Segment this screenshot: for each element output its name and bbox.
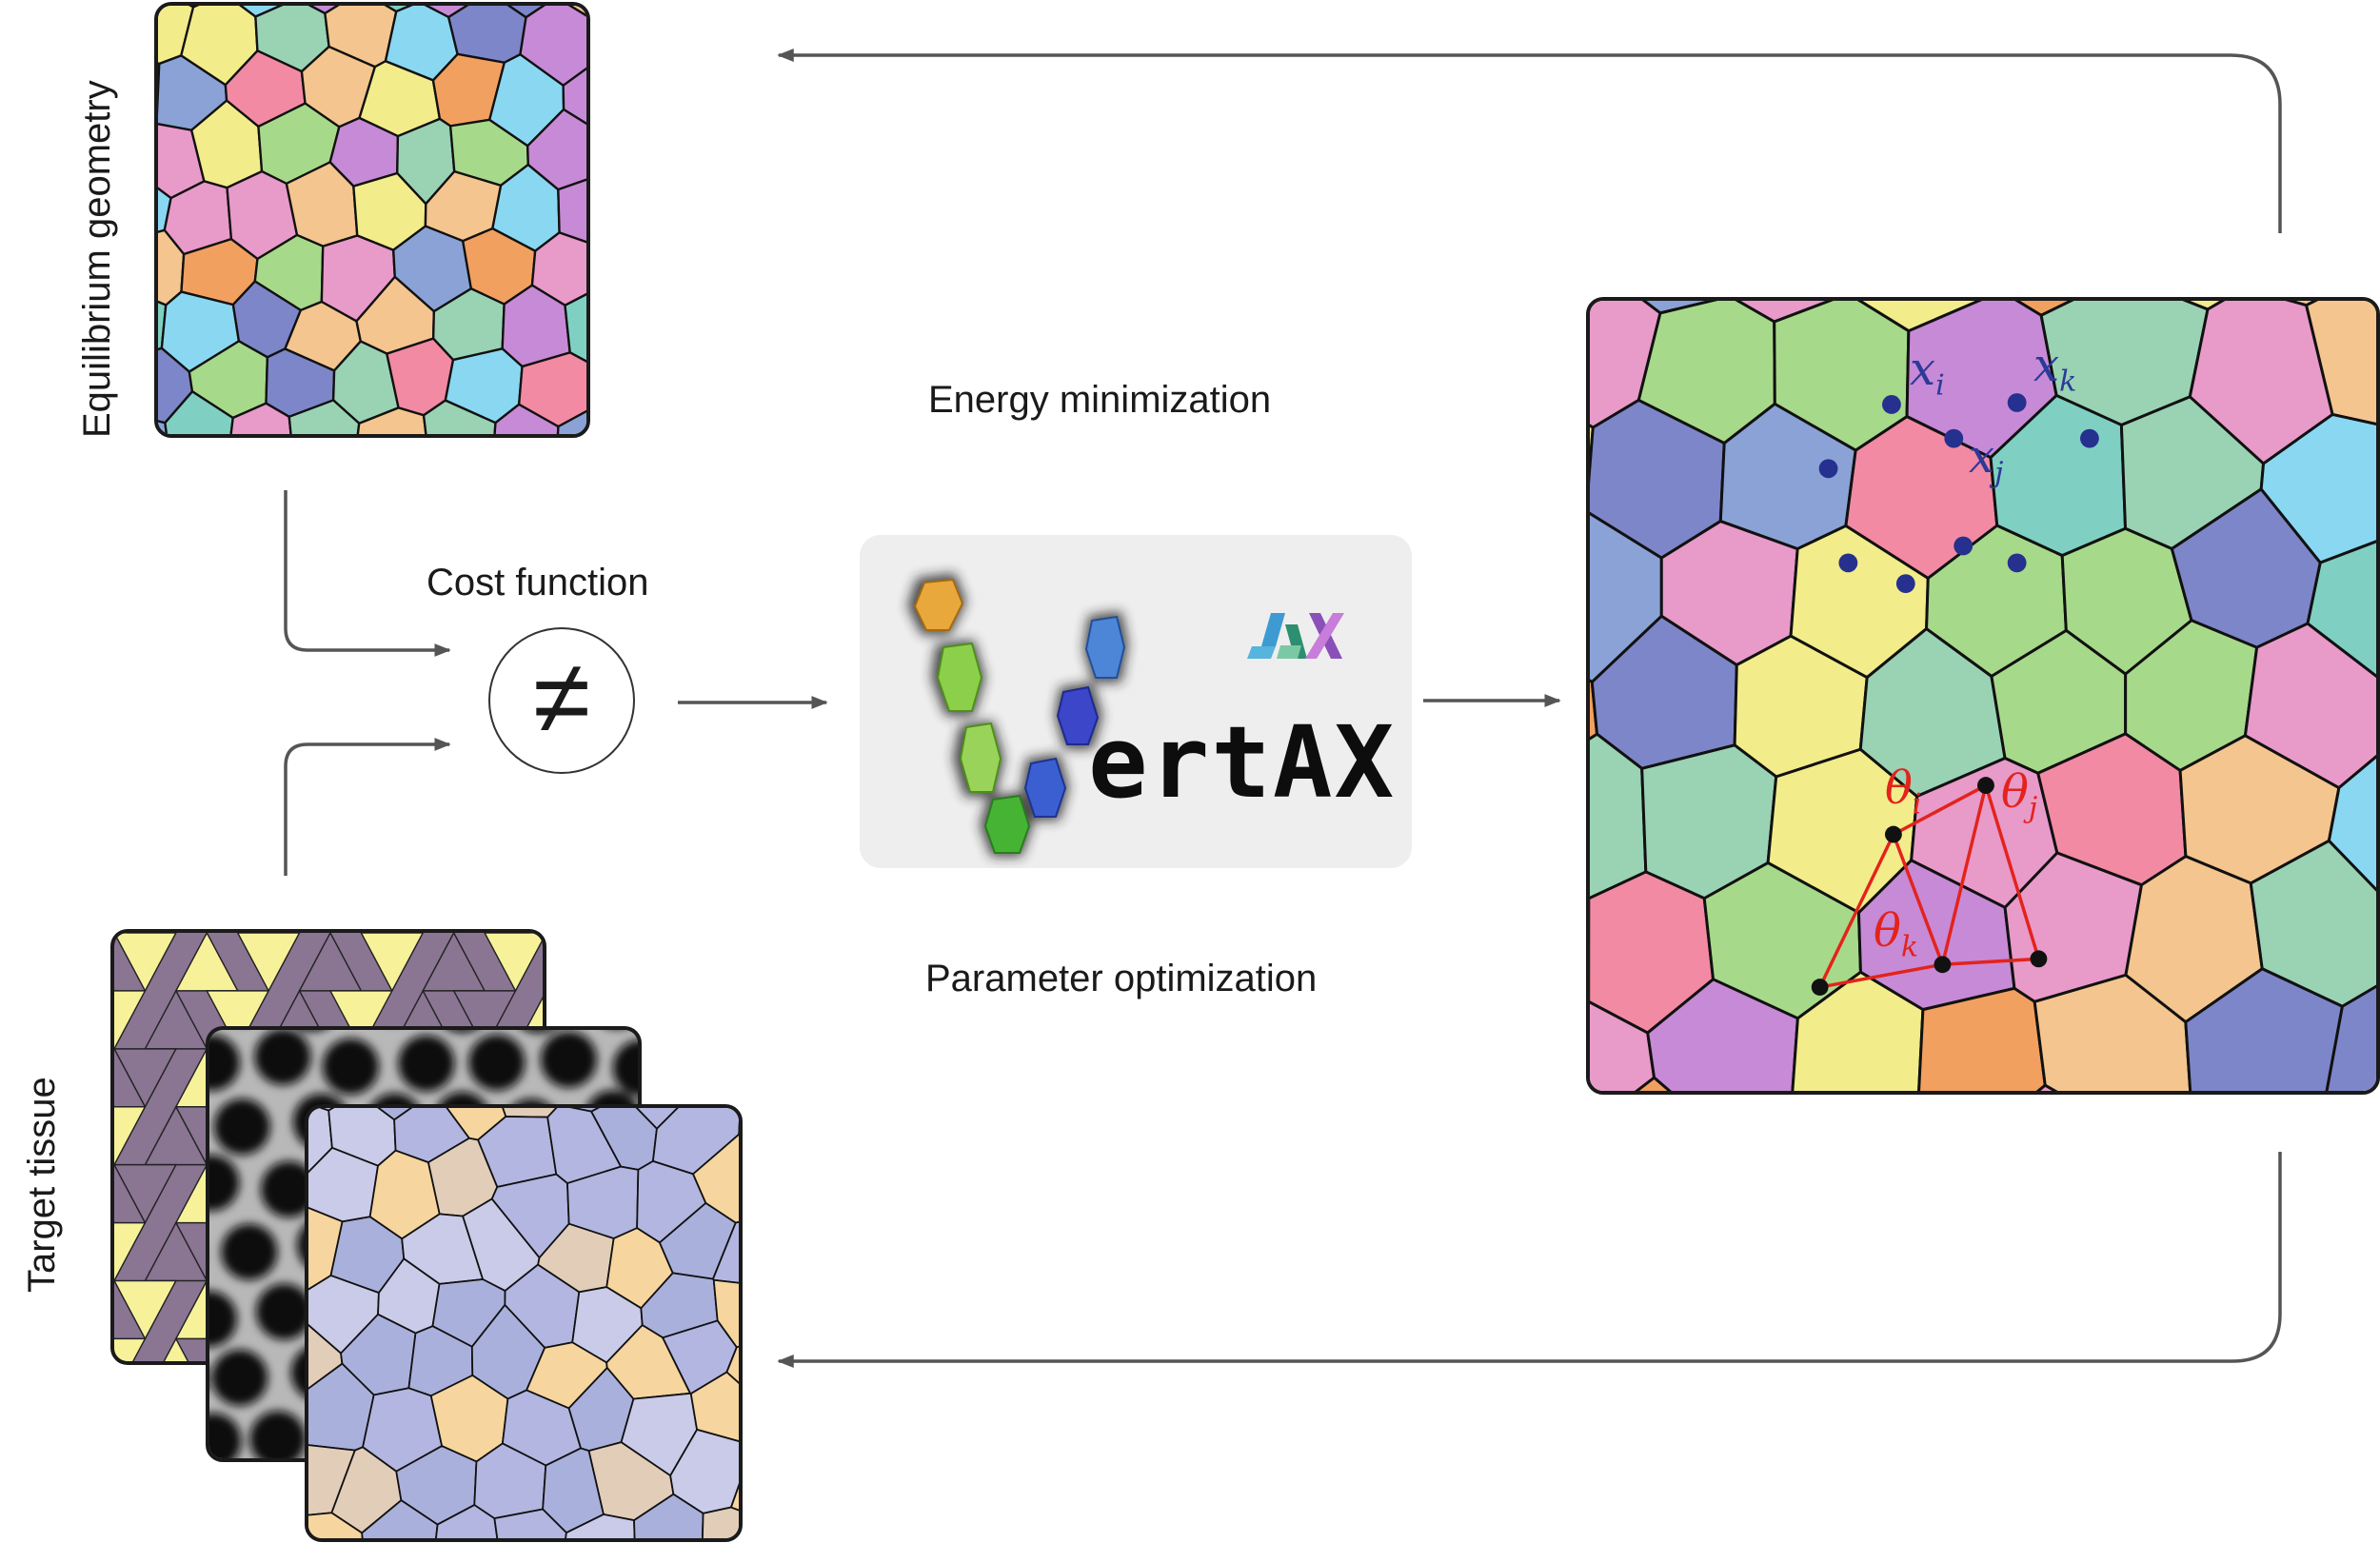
micro-cell <box>213 1098 270 1156</box>
top-feedback-arrow <box>777 49 2282 233</box>
target-triangle <box>422 933 486 992</box>
micro-cell <box>398 1035 455 1092</box>
target-triangle <box>114 1279 178 1340</box>
label-x-j: xj <box>1969 430 2004 490</box>
micro-cell <box>256 1283 312 1340</box>
target-triangle <box>114 1221 147 1283</box>
label-x-i: xi <box>1910 343 1945 403</box>
vertex-dot <box>1895 574 1915 594</box>
parameter-optimization-label: Parameter optimization <box>925 958 1318 999</box>
target-triangle <box>298 933 363 992</box>
target-triangle <box>114 1337 147 1361</box>
equilibrium-geometry-panel <box>154 2 590 438</box>
vertex-dot <box>1944 428 1964 448</box>
target-triangle <box>236 933 301 993</box>
target-triangle <box>174 933 239 992</box>
jax-logo <box>1247 613 1344 659</box>
micro-cell <box>211 1349 268 1406</box>
vertex-dot <box>1838 553 1858 573</box>
not-equal-symbol: ≠ <box>532 639 591 756</box>
vertax-logo-box: ertAX <box>860 535 1412 868</box>
vertex-dot <box>2007 553 2027 573</box>
target-tissue-label: Target tissue <box>21 1077 63 1293</box>
vertex-model-panel <box>1586 297 2380 1095</box>
cost-function-label: Cost function <box>426 562 649 603</box>
target-tissue-segmentation-panel <box>305 1104 743 1542</box>
micro-cell <box>612 1039 638 1097</box>
model-cell <box>2035 1083 2058 1091</box>
vertex-dot <box>2007 393 2027 412</box>
target-triangle <box>114 1106 147 1167</box>
micro-cell <box>468 1034 526 1091</box>
equilibrium-geometry-label: Equilibrium geometry <box>76 80 118 438</box>
micro-cell <box>209 1034 240 1091</box>
target-triangle <box>114 1048 178 1109</box>
angle-edges <box>1817 783 2041 989</box>
label-theta-j: θj <box>2001 765 2038 825</box>
target-triangle <box>328 990 394 1051</box>
target-triangle <box>144 1105 208 1166</box>
equilibrium-cell <box>556 409 586 434</box>
target-triangle <box>144 1221 208 1282</box>
micro-cell <box>322 1038 379 1095</box>
vertex-model-tessellation <box>1590 301 2376 1091</box>
vertex-dot <box>2080 428 2099 448</box>
segmented-cell <box>702 1506 739 1538</box>
target-triangle <box>360 933 425 993</box>
equilibrium-to-cost-arrow <box>284 490 451 657</box>
bottom-feedback-arrow <box>777 1152 2282 1368</box>
target-triangle <box>163 1336 189 1361</box>
model-cell <box>1635 1076 1672 1091</box>
target-triangle <box>484 933 543 993</box>
micro-cell <box>221 1223 278 1280</box>
angle-vertex-dot <box>2030 950 2048 968</box>
target-triangle <box>206 990 270 1051</box>
target-to-cost-arrow <box>284 738 451 876</box>
micro-cell <box>304 1030 321 1032</box>
label-x-k: xk <box>2033 339 2077 399</box>
micro-cell <box>526 1030 551 1034</box>
vertax-v-mark <box>907 573 1128 857</box>
vertex-dot <box>1954 536 1973 556</box>
cost-function-circle <box>488 627 635 774</box>
label-theta-i: θi <box>1885 762 1922 821</box>
vertex-dot <box>1818 459 1838 479</box>
vertex-dot <box>1882 395 1901 414</box>
model-cell <box>2325 984 2376 1091</box>
segmentation-tessellation <box>308 1108 739 1538</box>
angle-vertex-dot <box>1977 777 1994 795</box>
target-triangle <box>144 989 208 1050</box>
segmented-cell <box>689 1371 739 1442</box>
micro-cell <box>209 1155 240 1212</box>
micro-cell <box>540 1031 597 1088</box>
label-theta-k: θk <box>1874 904 1919 964</box>
micro-cell <box>249 1411 307 1458</box>
target-triangle <box>114 1163 178 1225</box>
micro-cell <box>261 1160 317 1217</box>
target-triangle <box>114 990 147 1051</box>
angle-vertex-dot <box>1884 825 1902 843</box>
angle-vertex-dot <box>1811 979 1829 996</box>
equilibrium-tessellation <box>158 6 586 434</box>
vertax-wordmark: ertAX <box>1088 704 1397 821</box>
micro-cell <box>209 1291 237 1348</box>
micro-cell <box>450 1030 475 1033</box>
micro-cell <box>209 1413 242 1458</box>
micro-cell <box>254 1030 311 1085</box>
angle-vertex-dot <box>1934 956 1952 974</box>
target-triangle <box>114 933 177 993</box>
target-triangle <box>452 990 517 1051</box>
energy-minimization-label: Energy minimization <box>928 379 1272 421</box>
